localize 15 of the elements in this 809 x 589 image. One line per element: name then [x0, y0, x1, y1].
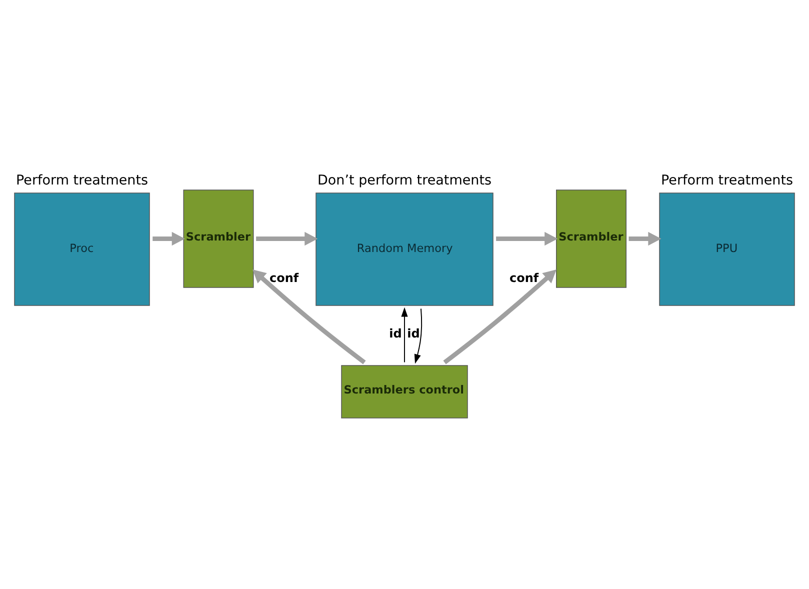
arrow	[496, 231, 558, 246]
arrow	[414, 308, 422, 364]
node-label: Perform treatments	[16, 172, 148, 188]
arrow	[252, 269, 366, 364]
edge-label: conf	[510, 270, 539, 285]
node-label: Don’t perform treatments	[318, 172, 492, 188]
node-label: Perform treatments	[661, 172, 794, 188]
arrow	[628, 231, 662, 246]
arrow	[152, 231, 185, 246]
edge-label: id	[389, 326, 402, 340]
edge-label: conf	[270, 270, 299, 285]
arrow	[443, 269, 556, 364]
arrow	[401, 306, 408, 362]
edge-label: id	[407, 326, 420, 340]
arrow	[256, 231, 318, 246]
